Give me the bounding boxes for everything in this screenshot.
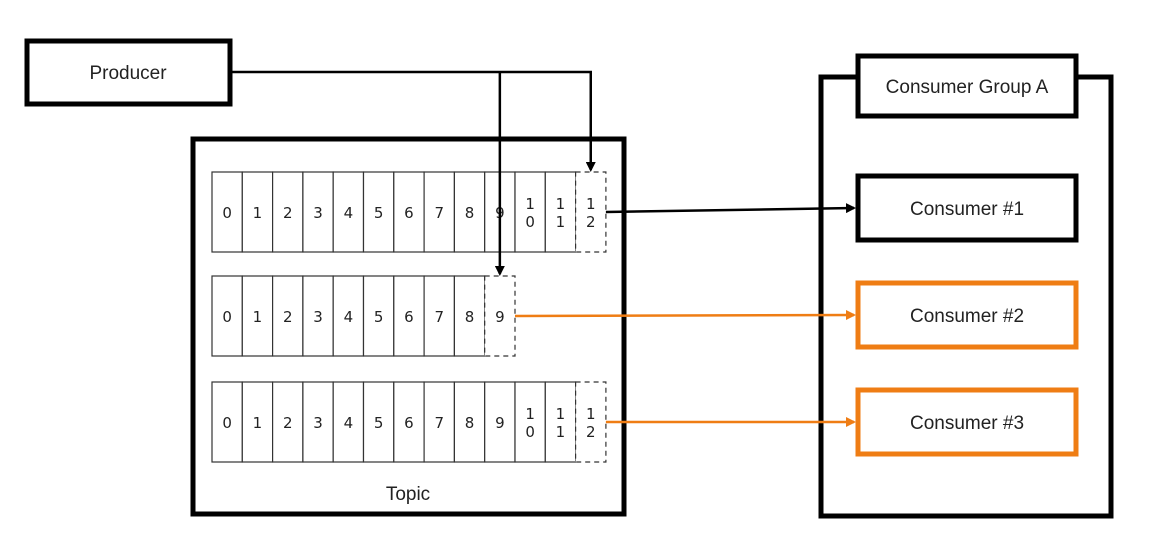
- offset-label: 8: [465, 204, 475, 222]
- offset-label: 7: [434, 204, 444, 222]
- offset-label: 8: [465, 414, 475, 432]
- consumer-label: Consumer #3: [910, 413, 1024, 434]
- offset-label: 6: [404, 204, 414, 222]
- offset-label: 8: [465, 308, 475, 326]
- offset-label: 7: [434, 308, 444, 326]
- partition-offset-cell: 0: [211, 381, 243, 463]
- partition-offset-cell: 5: [362, 275, 395, 357]
- offset-label: 4: [344, 308, 354, 326]
- offset-label: 5: [374, 204, 384, 222]
- producer-label: Producer: [89, 63, 167, 84]
- partition-offset-cell: 2: [272, 275, 304, 357]
- partition-offset-cell: 2: [272, 171, 304, 253]
- partition-offset-cell: 4: [332, 275, 365, 357]
- offset-label: 4: [344, 204, 354, 222]
- partition-offset-cell: 3: [302, 381, 334, 463]
- partition-offset-cell: 5: [362, 171, 395, 253]
- offset-label: 6: [404, 308, 414, 326]
- offset-label: 2: [283, 204, 293, 222]
- consumer-node: Consumer #1: [855, 173, 1079, 243]
- partition-offset-cell: 1: [241, 275, 274, 357]
- offset-label: 4: [344, 414, 354, 432]
- offset-label: 2: [283, 308, 293, 326]
- partition-offset-cell: 4: [332, 171, 365, 253]
- producer-node: Producer: [24, 38, 233, 107]
- partition-offset-cell: 6: [393, 171, 425, 253]
- partition-offset-cell: 9: [484, 381, 516, 463]
- consumer-group-title: Consumer Group A: [886, 77, 1049, 98]
- partition-to-consumer-arrow: [514, 310, 856, 321]
- partition-offset-cell: 0: [211, 171, 243, 253]
- offset-label: 1: [253, 308, 263, 326]
- consumer-label: Consumer #2: [910, 306, 1024, 327]
- partition-offset-cell: 3: [302, 171, 334, 253]
- partition-offset-cell: 7: [423, 381, 456, 463]
- pending-offset-label: 9: [495, 308, 505, 326]
- offset-label: 1: [253, 414, 263, 432]
- offset-label: 3: [313, 204, 323, 222]
- partition-offset-cell: 5: [362, 381, 395, 463]
- partition-offset-cell: 4: [332, 381, 365, 463]
- pending-offset-cell: 9: [484, 275, 516, 357]
- offset-label: 0: [222, 308, 232, 326]
- partition-to-consumer-arrow: [605, 203, 856, 214]
- offset-label: 5: [374, 308, 384, 326]
- offset-label: 9: [495, 414, 505, 432]
- partition-offset-cell: 3: [302, 275, 334, 357]
- offset-label: 1: [253, 204, 263, 222]
- offset-label: 6: [404, 414, 414, 432]
- partition-offset-cell: 0: [211, 275, 243, 357]
- offset-label: 2: [283, 414, 293, 432]
- consumer-label: Consumer #1: [910, 199, 1024, 220]
- consumers: Consumer #1 Consumer #2 Consumer #3: [855, 173, 1079, 457]
- offset-label: 3: [313, 308, 323, 326]
- partition-offset-cell: 6: [393, 275, 425, 357]
- partition-offset-cell: 7: [423, 275, 456, 357]
- offset-label: 0: [222, 414, 232, 432]
- partition-offset-cell: 2: [272, 381, 304, 463]
- partition-row: 0 1 2 3 4 5 6 7 8 9: [211, 275, 516, 357]
- partition-offset-cell: 1: [241, 171, 274, 253]
- partition-offset-cell: 8: [453, 275, 486, 357]
- partition-offset-cell: 8: [453, 171, 486, 253]
- consumer-node: Consumer #3: [855, 387, 1079, 457]
- offset-label: 5: [374, 414, 384, 432]
- producer-to-partition-arrow: [230, 70, 596, 172]
- partition-offset-cell: 1: [241, 381, 274, 463]
- partition-offset-cell: 6: [393, 381, 425, 463]
- partition-offset-cell: 8: [453, 381, 486, 463]
- topic-label: Topic: [386, 484, 430, 505]
- partition-offset-cell: 7: [423, 171, 456, 253]
- arrows: [230, 70, 856, 427]
- offset-label: 0: [222, 204, 232, 222]
- offset-label: 3: [313, 414, 323, 432]
- offset-label: 7: [434, 414, 444, 432]
- consumer-node: Consumer #2: [855, 280, 1079, 350]
